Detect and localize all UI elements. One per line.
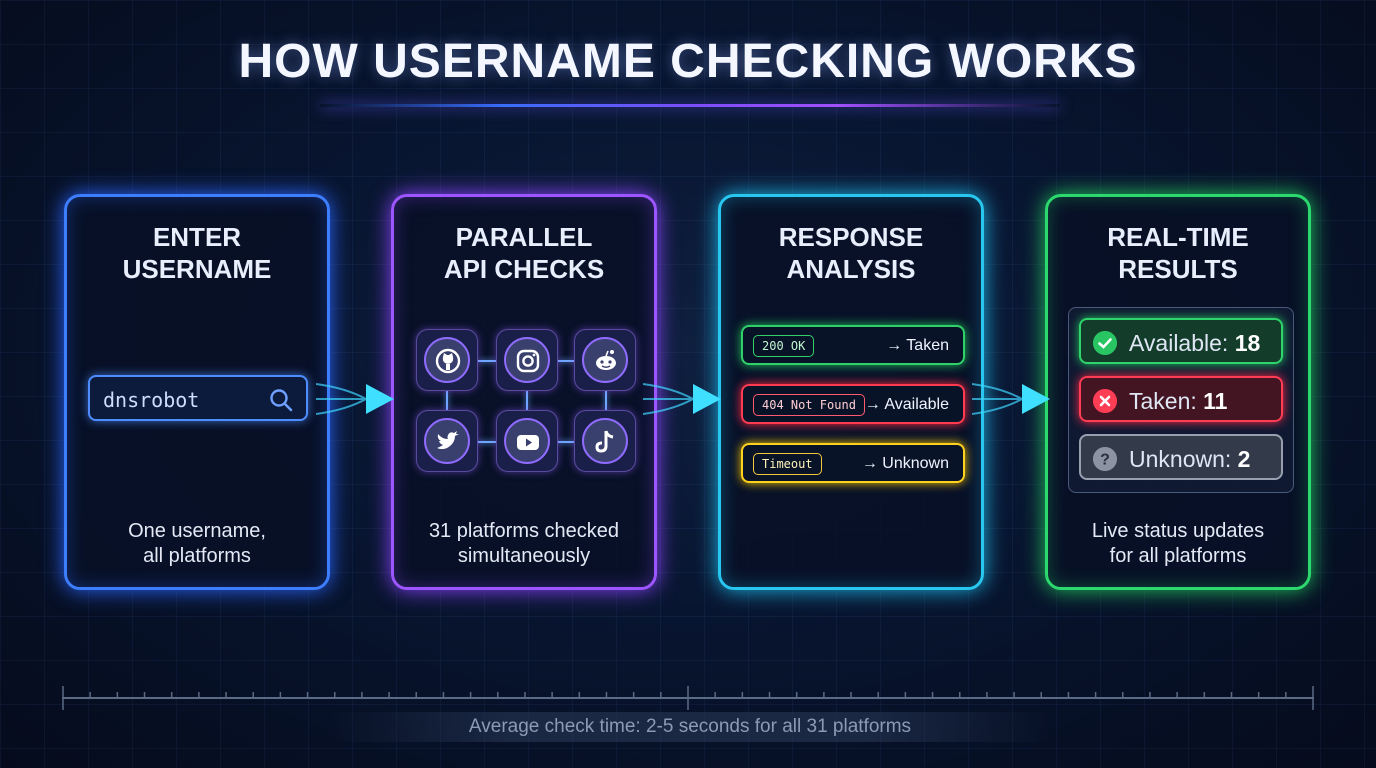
response-code: 404 Not Found [753,394,865,416]
step-title: RESPONSE ANALYSIS [778,222,924,284]
svg-text:?: ? [1100,452,1110,469]
response-row-200: 200 OK → Taken [741,325,965,365]
twitter-icon [437,431,459,450]
result-available: Available: 18 [1079,318,1283,364]
title-underline [320,104,1060,107]
step-caption: Live status updates for all platforms [1091,520,1265,567]
platform-tile-twitter [416,410,478,472]
result-count: 18 [1234,330,1261,356]
connector-line [478,360,496,362]
response-outcome: → Available [864,396,949,413]
step-title: PARALLEL API CHECKS [443,222,605,284]
step-response-analysis: RESPONSE ANALYSIS 200 OK → Taken 404 Not… [718,194,984,590]
connector-line [478,441,496,443]
response-outcome: → Unknown [861,455,949,472]
connector-line [558,441,574,443]
step-real-time-results: REAL-TIME RESULTS Available: 18 Taken: 1… [1045,194,1311,590]
platform-tile-github [416,329,478,391]
footer-note: Average check time: 2-5 seconds for all … [330,712,1050,742]
reddit-icon [596,350,616,370]
connector-line [526,391,528,410]
result-label: Unknown: [1129,446,1238,472]
step-title: REAL-TIME RESULTS [1107,222,1249,284]
github-icon [435,348,461,374]
response-row-404: 404 Not Found → Available [741,384,965,424]
timeline-ruler [62,686,1314,710]
search-icon[interactable] [268,387,294,413]
step-enter-username: ENTER USERNAME dnsrobot One username, al… [64,194,330,590]
response-row-timeout: Timeout → Unknown [741,443,965,483]
platform-tile-youtube [496,410,558,472]
platform-tile-tiktok [574,410,636,472]
search-value: dnsrobot [103,388,200,412]
page-title: HOW USERNAME CHECKING WORKS [238,35,1138,88]
result-count: 2 [1237,446,1251,472]
check-icon [1093,331,1117,355]
x-icon [1093,389,1117,413]
connector-line [558,360,574,362]
platform-tile-instagram [496,329,558,391]
flow-arrow-icon [316,383,394,415]
connector-line [605,391,607,410]
flow-arrow-icon [972,383,1050,415]
youtube-icon [517,435,539,450]
step-caption: 31 platforms checked simultaneously [428,520,620,567]
step-title: ENTER USERNAME [122,222,272,284]
instagram-icon [516,349,540,373]
step-caption: One username, all platforms [128,520,266,567]
step-parallel-api-checks: PARALLEL API CHECKS [391,194,657,590]
result-count: 11 [1203,388,1228,414]
results-panel: Available: 18 Taken: 11 ? Unknown: 2 [1068,307,1294,493]
tiktok-icon [595,430,614,453]
response-code: Timeout [753,453,822,475]
response-code: 200 OK [753,335,815,357]
username-search-input[interactable]: dnsrobot [88,375,308,421]
platform-tile-reddit [574,329,636,391]
connector-line [446,391,448,410]
result-label: Taken: [1129,388,1204,414]
result-label: Available: [1129,330,1235,356]
question-icon: ? [1093,447,1117,471]
result-taken: Taken: 11 [1079,376,1283,422]
result-unknown: ? Unknown: 2 [1079,434,1283,480]
flow-arrow-icon [643,383,721,415]
response-outcome: → Taken [886,337,949,354]
